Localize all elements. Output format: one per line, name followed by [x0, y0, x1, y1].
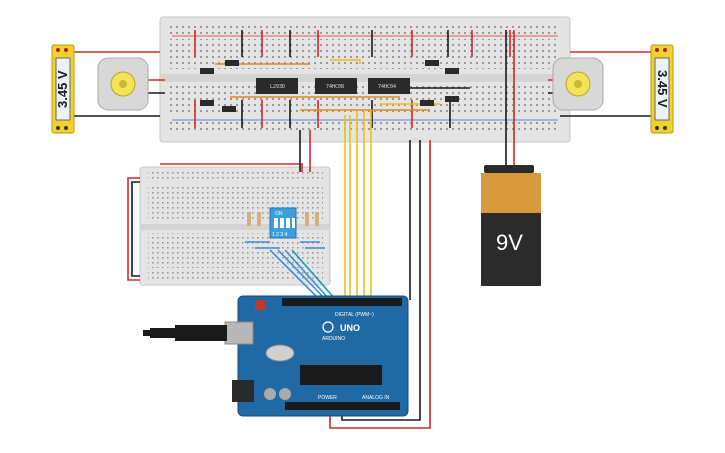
dip-switch: ON 1 2 3 4: [269, 207, 297, 239]
small-components: [200, 60, 459, 112]
ic-l293d: L293D: [256, 78, 298, 94]
ic-74hc04: 74HC04: [368, 78, 410, 94]
ic-74hc08: 74HC08: [315, 78, 357, 94]
meter-reading: 3.45 V: [655, 70, 670, 108]
digital-label: DIGITAL (PWM~): [335, 312, 374, 318]
wire-red: [329, 140, 431, 429]
wires: [69, 30, 666, 429]
left-voltmeter: 3.45 V: [51, 44, 75, 134]
ic-label: 74HC08: [326, 84, 344, 90]
dip-positions: 1 2 3 4: [272, 232, 288, 238]
battery-label: 9V: [496, 230, 523, 255]
left-motor: [97, 57, 149, 111]
resistors: [247, 212, 319, 226]
ic-label: L293D: [270, 84, 285, 90]
right-voltmeter: 3.45 V: [650, 44, 674, 134]
wire-black: [69, 115, 160, 128]
meter-reading: 3.45 V: [55, 70, 70, 108]
usb-cable: [143, 325, 227, 341]
arduino-model: UNO: [340, 323, 360, 333]
arduino-uno: UNO ARDUINO DIGITAL (PWM~) POWER ANALOG …: [224, 295, 409, 417]
battery-9v: 9V: [481, 165, 541, 286]
dip-on-label: ON: [275, 211, 283, 217]
wire-black: [560, 115, 666, 125]
arduino-brand: ARDUINO: [322, 336, 345, 342]
ic-label: 74HC04: [378, 84, 396, 90]
main-breadboard: [159, 16, 571, 143]
right-motor: [552, 57, 604, 111]
power-label: POWER: [318, 395, 337, 401]
blue-jumpers: [245, 241, 325, 249]
analog-label: ANALOG IN: [362, 395, 390, 401]
wire-red: [69, 51, 160, 55]
